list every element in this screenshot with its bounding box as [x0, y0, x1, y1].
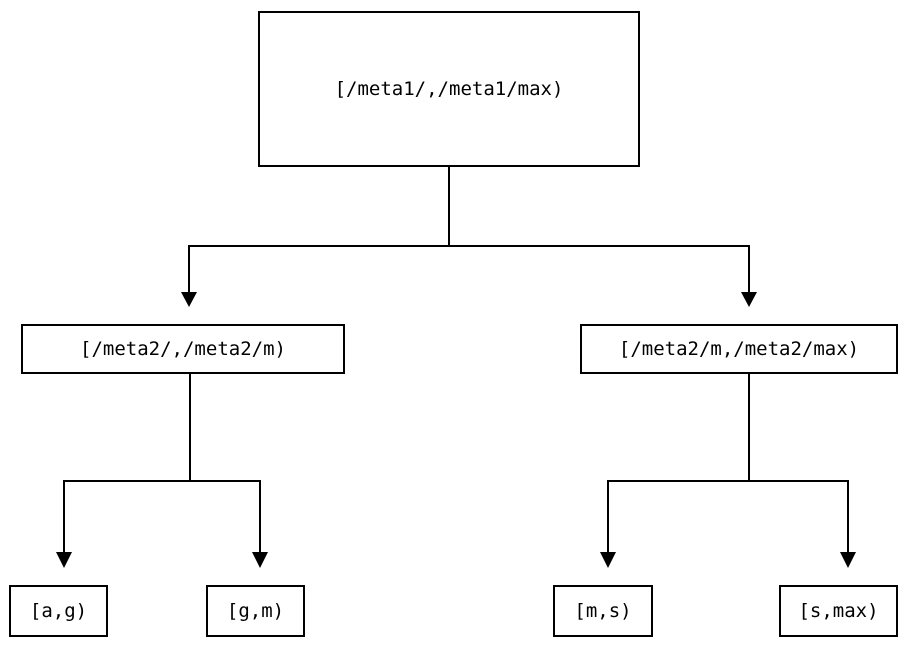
arrowhead-icon — [181, 292, 197, 307]
edge-root-to-mid-right — [448, 167, 757, 307]
edge-mid-left-to-leaf-1 — [189, 374, 268, 568]
arrowhead-icon — [252, 552, 268, 568]
tree-node-leaf-2[interactable]: [m,s) — [553, 585, 653, 637]
tree-node-leaf-0-label: [a,g) — [29, 599, 88, 622]
tree-node-root[interactable]: [/meta1/,/meta1/max) — [258, 11, 640, 167]
edge-mid-right-to-leaf-3 — [748, 374, 856, 568]
arrowhead-icon — [741, 292, 757, 307]
edge-mid-left-to-leaf-0 — [56, 374, 191, 568]
tree-node-leaf-3-label: [s,max) — [798, 599, 879, 622]
tree-node-root-label: [/meta1/,/meta1/max) — [334, 77, 564, 100]
edge-root-to-mid-left — [181, 167, 450, 307]
tree-node-mid-left-label: [/meta2/,/meta2/m) — [80, 337, 286, 360]
arrowhead-icon — [56, 552, 72, 568]
tree-node-mid-right[interactable]: [/meta2/m,/meta2/max) — [580, 324, 898, 374]
arrowhead-icon — [840, 552, 856, 568]
tree-node-mid-left[interactable]: [/meta2/,/meta2/m) — [21, 324, 345, 374]
tree-node-leaf-0[interactable]: [a,g) — [9, 585, 108, 637]
arrowhead-icon — [600, 552, 616, 568]
tree-node-leaf-1-label: [g,m) — [226, 599, 285, 622]
edge-mid-right-to-leaf-2 — [600, 374, 750, 568]
tree-node-leaf-1[interactable]: [g,m) — [206, 585, 305, 637]
tree-node-leaf-2-label: [m,s) — [574, 599, 632, 622]
tree-node-leaf-3[interactable]: [s,max) — [779, 585, 898, 637]
tree-node-mid-right-label: [/meta2/m,/meta2/max) — [618, 337, 860, 360]
